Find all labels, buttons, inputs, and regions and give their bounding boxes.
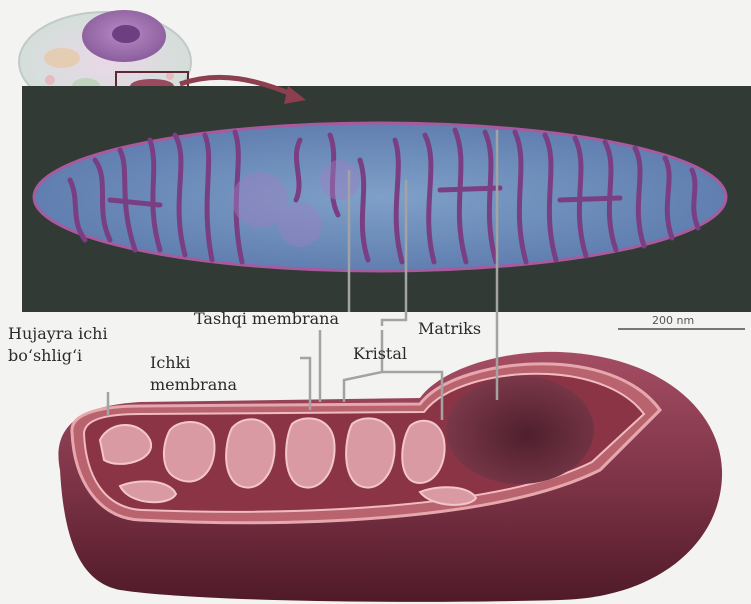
- label-inner-membrane-line1: Ichki: [150, 352, 190, 374]
- label-intermembrane-space-line1: Hujayra ichi: [8, 323, 108, 345]
- matrix-region: [446, 376, 594, 484]
- micrograph-panel: [22, 77, 751, 312]
- label-matrix: Matriks: [418, 318, 481, 340]
- label-outer-membrane: Tashqi membrana: [194, 308, 339, 330]
- label-cristae: Kristal: [353, 343, 407, 365]
- label-intermembrane-space-line2: bo‘shlig‘i: [8, 345, 82, 367]
- scale-bar-label: 200 nm: [652, 314, 694, 327]
- label-inner-membrane-line2: membrana: [150, 374, 237, 396]
